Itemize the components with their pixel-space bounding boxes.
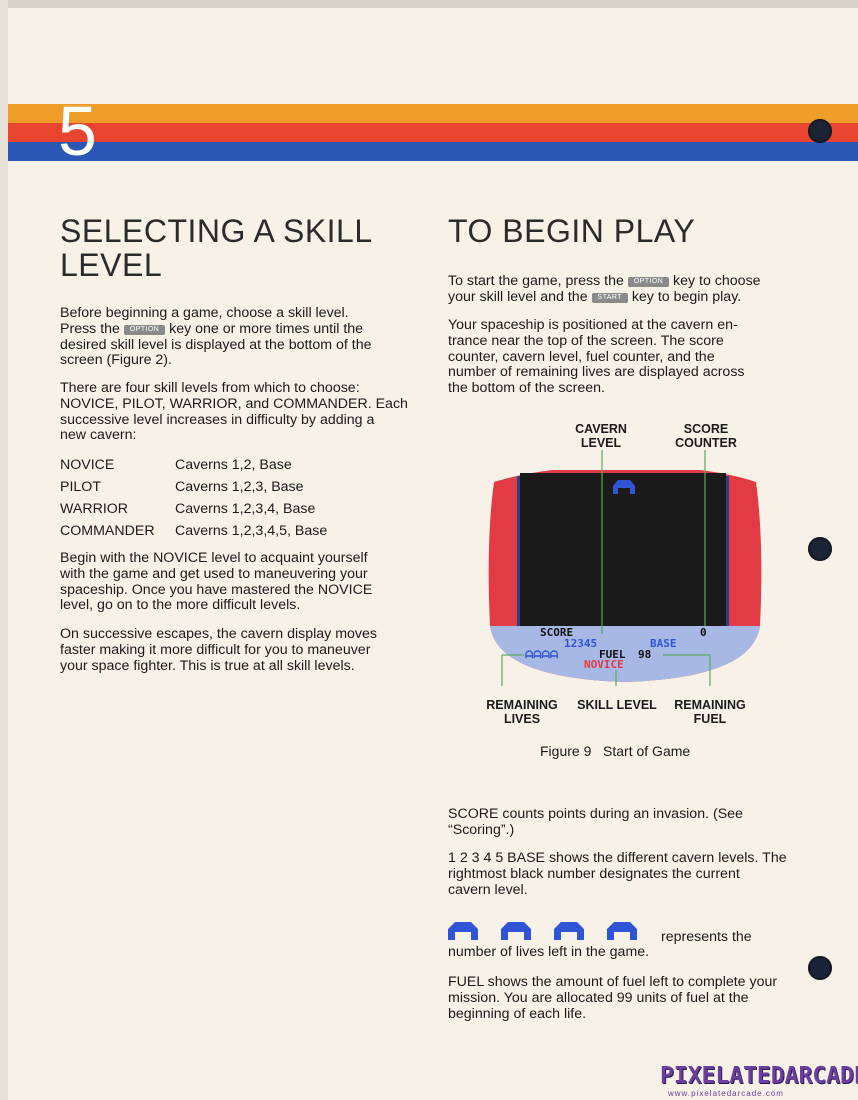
score-paragraph: SCORE counts points during an invasion. … (448, 806, 743, 838)
option-key-icon: OPTION (627, 277, 670, 287)
screen-fuel-label: FUEL (599, 648, 626, 661)
spaceship-icon (613, 480, 635, 494)
skill-intro-paragraph: Before beginning a game, choose a skill … (60, 305, 372, 369)
ship-life-icon (501, 922, 531, 940)
escapes-paragraph: On successive escapes, the cavern displa… (60, 626, 378, 674)
game-screen-figure: SCORE 0 12345 BASE ᗩᗩᗩᗩ FUEL 98 NOVICE (488, 450, 762, 686)
binder-hole (808, 119, 832, 143)
lives-description: represents the (661, 929, 752, 945)
screen-score-value: 0 (700, 626, 707, 639)
screen-cavern-digits: 12345 (564, 637, 597, 650)
ship-life-icon (607, 922, 637, 940)
start-key-icon: START (591, 292, 628, 303)
binder-hole (808, 537, 832, 561)
ship-life-icon (554, 922, 584, 940)
right-heading: TO BEGIN PLAY (448, 213, 696, 249)
skill-level-label: SKILL LEVEL (577, 698, 657, 712)
screen-fuel-value: 98 (638, 648, 651, 661)
begin-play-paragraph: To start the game, press the OPTION key … (448, 273, 761, 305)
skill-levels-paragraph: There are four skill levels from which t… (60, 380, 408, 444)
orange-stripe (8, 104, 858, 123)
watermark-url: www.pixelatedarcade.com (668, 1089, 784, 1098)
cavern-levels-paragraph: 1 2 3 4 5 BASE shows the different caver… (448, 850, 787, 898)
lives-description-2: number of lives left in the game. (448, 944, 650, 960)
spaceship-paragraph: Your spaceship is positioned at the cave… (448, 317, 745, 397)
novice-paragraph: Begin with the NOVICE level to acquaint … (60, 550, 373, 614)
cavern-wall (726, 476, 729, 626)
binder-hole (808, 956, 832, 980)
hud-panel (490, 626, 760, 682)
lives-icons-row (448, 922, 637, 940)
screen-skill-level: NOVICE (584, 658, 624, 671)
page-top-edge (0, 0, 858, 8)
red-stripe (8, 123, 858, 142)
cavern-wall (517, 476, 520, 626)
page-number: 5 (58, 92, 97, 170)
figure-caption: Figure 9 Start of Game (540, 743, 691, 759)
blue-stripe (8, 142, 858, 161)
screen-lives-icons: ᗩᗩᗩᗩ (525, 649, 559, 661)
fuel-paragraph: FUEL shows the amount of fuel left to co… (448, 974, 778, 1022)
cavern-playfield (520, 473, 726, 626)
page-left-edge (0, 0, 8, 1100)
watermark-logo: PIXELATEDARCADE (660, 1063, 858, 1089)
ship-life-icon (448, 922, 478, 940)
screen-base-label: BASE (650, 637, 677, 650)
screen-score-label: SCORE (540, 626, 573, 639)
option-key-icon: OPTION (123, 324, 166, 335)
